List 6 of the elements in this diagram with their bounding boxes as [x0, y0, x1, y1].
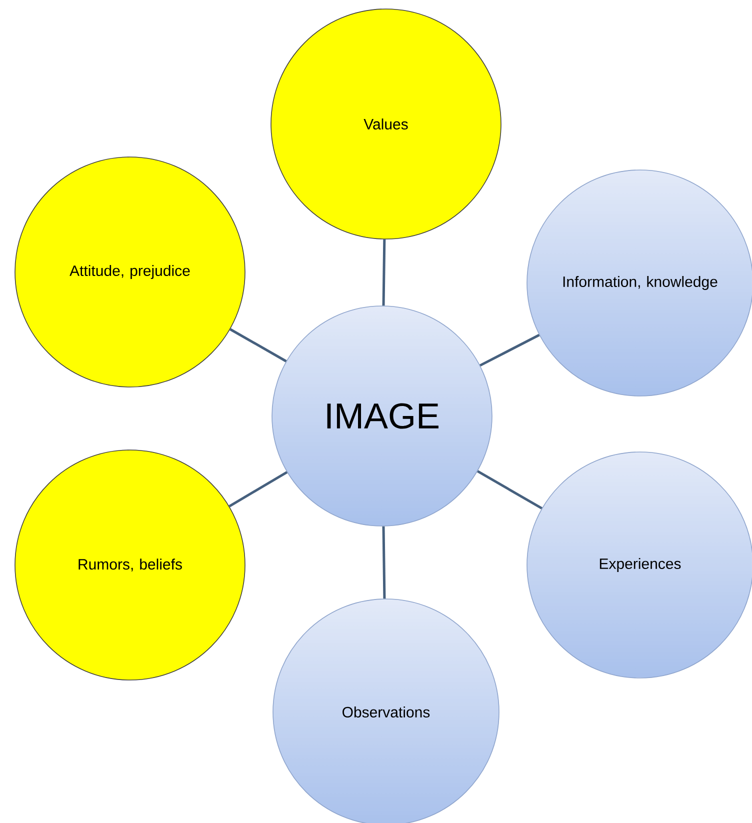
connector-line: [476, 470, 542, 510]
connector-line: [480, 334, 540, 367]
connector-line: [382, 239, 386, 306]
connector-line: [382, 526, 386, 599]
connector-line: [230, 328, 287, 362]
connector-line: [228, 471, 288, 508]
